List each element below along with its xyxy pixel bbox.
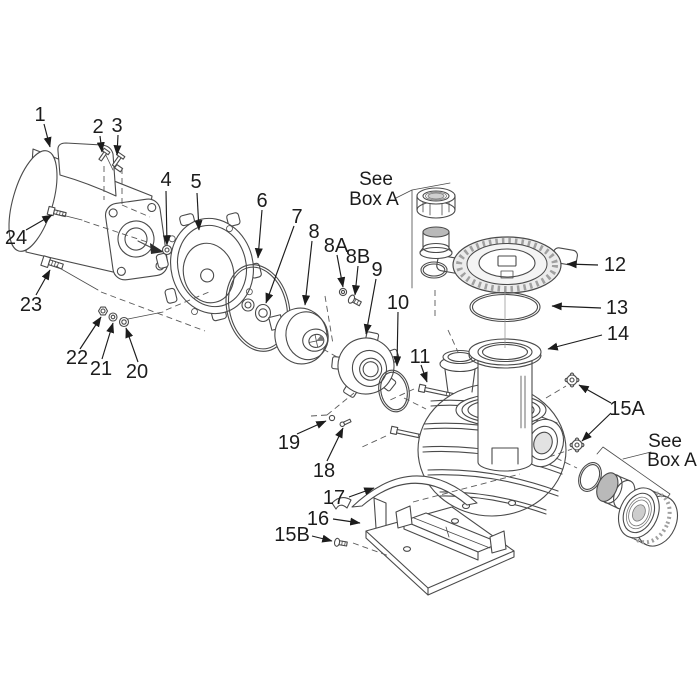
shaft-seal — [241, 298, 285, 331]
screw-8B — [347, 294, 362, 307]
seal-plate-gasket — [225, 264, 291, 352]
strainer-basket — [468, 338, 542, 472]
callout-16: 16 — [307, 508, 329, 530]
note-right-line2: Box A — [647, 450, 697, 471]
callout-11: 11 — [410, 346, 431, 368]
leader-15A-lower — [581, 412, 612, 442]
leader-15A-upper — [578, 384, 612, 404]
leader-10 — [393, 311, 402, 367]
callout-21: 21 — [90, 358, 112, 380]
callout-13: 13 — [606, 297, 628, 319]
note-right-line1: See — [648, 431, 682, 452]
leader-8 — [302, 240, 313, 306]
bolt-23 — [40, 255, 64, 270]
leader-13 — [551, 302, 602, 311]
leader-lines — [25, 123, 612, 543]
callout-6: 6 — [256, 190, 267, 212]
seal-plate — [155, 212, 262, 322]
leader-22 — [79, 316, 102, 350]
leader-20 — [125, 327, 139, 363]
bolt-15B — [333, 537, 348, 547]
callout-20: 20 — [126, 361, 148, 383]
leader-4 — [162, 190, 171, 246]
impeller — [274, 307, 329, 365]
callout-24: 24 — [5, 227, 27, 249]
leader-7 — [265, 225, 295, 304]
union-adapter-top — [419, 226, 453, 260]
leader-24 — [25, 214, 53, 231]
mounting-base — [365, 505, 515, 596]
screw-18 — [339, 418, 352, 428]
leader-12 — [566, 260, 599, 269]
union-assembly-top — [395, 182, 456, 289]
note-top-line2: Box A — [349, 189, 399, 210]
leader-15B — [311, 534, 333, 543]
callout-5: 5 — [190, 171, 201, 193]
leader-14 — [547, 334, 603, 351]
callout-23: 23 — [20, 294, 42, 316]
callout-18: 18 — [313, 460, 335, 482]
callout-14: 14 — [607, 323, 629, 345]
callout-10: 10 — [387, 292, 409, 314]
leader-5 — [194, 192, 203, 231]
nut-15A-lower — [569, 437, 585, 453]
washer-8A — [338, 287, 348, 297]
leader-16 — [332, 517, 361, 526]
leader-8A — [336, 254, 346, 288]
washer-21 — [108, 312, 118, 322]
callout-4: 4 — [160, 169, 171, 191]
callout-labels: 1 2 3 4 5 6 7 8 8A 8B 9 10 11 12 13 14 1… — [5, 104, 646, 546]
union-nut-top — [416, 187, 456, 219]
motor-flange — [104, 198, 169, 281]
leader-11 — [419, 364, 428, 383]
leader-23 — [35, 269, 51, 296]
callout-19: 19 — [278, 432, 300, 454]
washer-20 — [118, 316, 130, 328]
callout-12: 12 — [604, 254, 626, 276]
assembly-dash-lines — [55, 166, 578, 557]
union-adapter-right — [596, 472, 636, 510]
screw-2 — [98, 147, 111, 162]
callout-15A: 15A — [609, 398, 645, 420]
nut-15A-upper — [564, 372, 580, 388]
union-assembly-right — [578, 446, 679, 547]
motor — [8, 142, 169, 281]
see-box-a-note-right: See Box A — [647, 431, 697, 471]
leader-8B — [352, 265, 361, 296]
callout-8A: 8A — [324, 235, 349, 257]
leader-19 — [296, 420, 327, 435]
motor-shaft-tip — [150, 243, 164, 254]
note-top-line1: See — [359, 169, 393, 190]
leader-3 — [113, 134, 122, 156]
nut-22 — [97, 306, 109, 316]
leader-21 — [101, 322, 114, 360]
cradle-bracket — [331, 475, 478, 533]
callout-15B: 15B — [274, 524, 310, 546]
leader-2 — [96, 135, 105, 153]
union-nut-right — [617, 487, 679, 547]
leader-9 — [363, 278, 377, 335]
leader-17 — [348, 487, 375, 498]
washer-19 — [328, 414, 336, 422]
callout-8: 8 — [308, 221, 319, 243]
callout-9: 9 — [371, 259, 382, 281]
callout-8B: 8B — [346, 246, 370, 268]
union-oring-top — [420, 261, 448, 279]
discharge-port — [521, 418, 565, 468]
leader-1 — [43, 123, 52, 148]
see-box-a-note-top: See Box A — [349, 169, 399, 210]
diffuser — [331, 331, 400, 398]
callout-3: 3 — [111, 115, 122, 137]
inlet-port — [439, 349, 481, 393]
callout-7: 7 — [291, 206, 302, 228]
callout-1: 1 — [34, 104, 45, 126]
leader-6 — [254, 209, 263, 259]
callout-22: 22 — [66, 347, 88, 369]
callout-2: 2 — [92, 116, 103, 138]
pump-lid — [436, 236, 578, 294]
leader-18 — [326, 427, 344, 462]
callout-17: 17 — [323, 487, 345, 509]
diffuser-oring — [378, 369, 410, 413]
